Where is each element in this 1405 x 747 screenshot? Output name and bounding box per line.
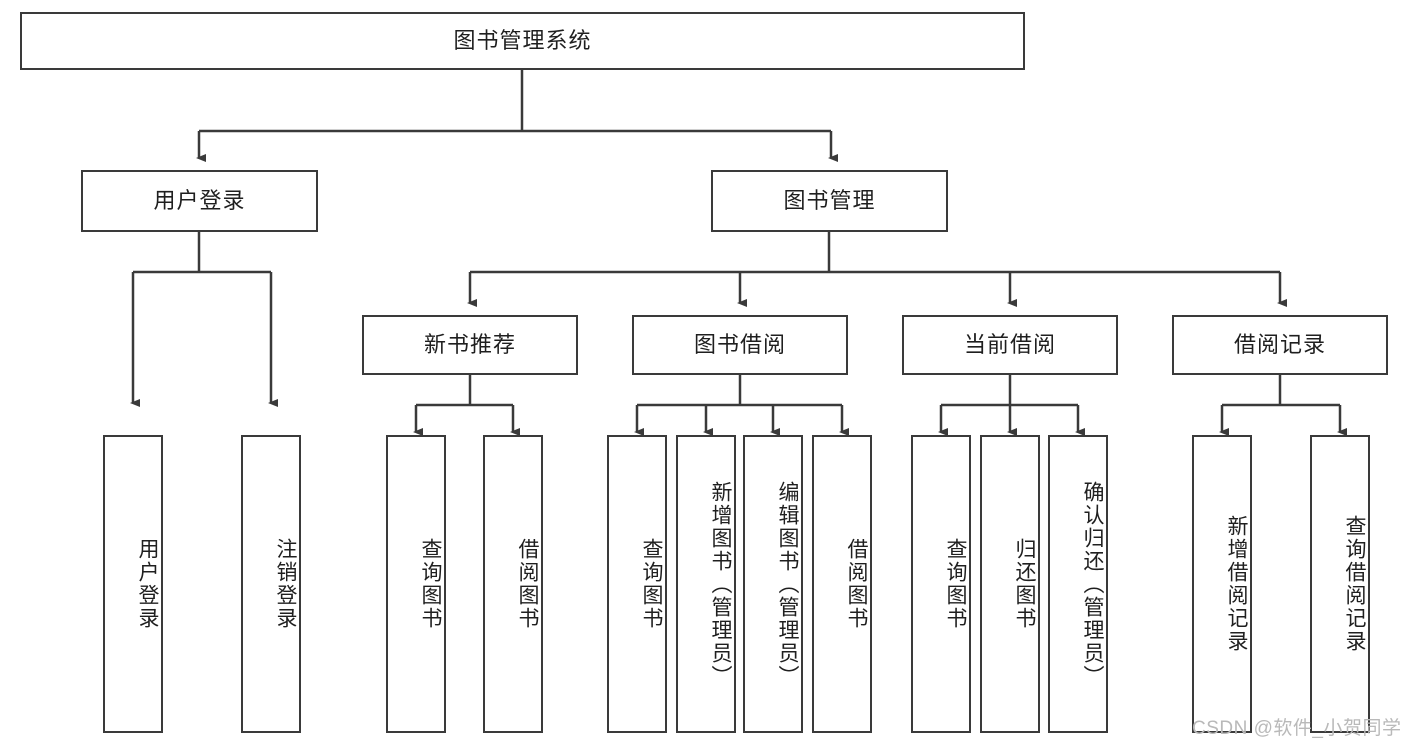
node-borrow-record[interactable]: 借阅记录 xyxy=(1172,315,1388,375)
node-root-system-label: 图书管理系统 xyxy=(453,27,592,53)
leaf-cb-return-book-label: 归还图书 xyxy=(1013,538,1036,630)
leaf-cb-return-book[interactable]: 归还图书 xyxy=(980,435,1040,733)
node-root-system[interactable]: 图书管理系统 xyxy=(20,12,1025,70)
leaf-bb-edit-book-admin-label: 编辑图书（管理员） xyxy=(776,480,799,688)
leaf-logout-label: 注销登录 xyxy=(274,538,297,630)
leaf-cb-query-book-label: 查询图书 xyxy=(944,538,967,630)
csdn-watermark: CSDN @软件_小贺同学 xyxy=(1192,718,1402,739)
leaf-nb-borrow-book[interactable]: 借阅图书 xyxy=(483,435,543,733)
leaf-bb-query-book[interactable]: 查询图书 xyxy=(607,435,667,733)
node-borrow-record-label: 借阅记录 xyxy=(1233,331,1326,357)
leaf-bb-borrow-book-label: 借阅图书 xyxy=(845,538,868,630)
leaf-nb-borrow-book-label: 借阅图书 xyxy=(516,538,539,630)
leaf-logout[interactable]: 注销登录 xyxy=(241,435,301,733)
node-book-management-label: 图书管理 xyxy=(783,187,876,213)
leaf-br-add-record[interactable]: 新增借阅记录 xyxy=(1192,435,1252,733)
node-book-management[interactable]: 图书管理 xyxy=(711,170,948,232)
leaf-user-login-label: 用户登录 xyxy=(136,538,159,630)
leaf-bb-borrow-book[interactable]: 借阅图书 xyxy=(812,435,872,733)
leaf-br-query-record-label: 查询借阅记录 xyxy=(1343,515,1366,653)
leaf-br-query-record[interactable]: 查询借阅记录 xyxy=(1310,435,1370,733)
leaf-user-login[interactable]: 用户登录 xyxy=(103,435,163,733)
node-book-borrow-label: 图书借阅 xyxy=(693,331,786,357)
leaf-cb-query-book[interactable]: 查询图书 xyxy=(911,435,971,733)
leaf-bb-edit-book-admin[interactable]: 编辑图书（管理员） xyxy=(743,435,803,733)
node-user-login[interactable]: 用户登录 xyxy=(81,170,318,232)
node-current-borrow[interactable]: 当前借阅 xyxy=(902,315,1118,375)
leaf-nb-query-book-label: 查询图书 xyxy=(419,538,442,630)
node-new-book-recommend-label: 新书推荐 xyxy=(423,331,516,357)
leaf-cb-confirm-return-admin[interactable]: 确认归还（管理员） xyxy=(1048,435,1108,733)
leaf-bb-query-book-label: 查询图书 xyxy=(640,538,663,630)
leaf-bb-add-book-admin[interactable]: 新增图书（管理员） xyxy=(676,435,736,733)
node-current-borrow-label: 当前借阅 xyxy=(963,331,1056,357)
node-book-borrow[interactable]: 图书借阅 xyxy=(632,315,848,375)
leaf-bb-add-book-admin-label: 新增图书（管理员） xyxy=(709,480,732,688)
leaf-cb-confirm-return-admin-label: 确认归还（管理员） xyxy=(1081,480,1104,688)
leaf-nb-query-book[interactable]: 查询图书 xyxy=(386,435,446,733)
node-new-book-recommend[interactable]: 新书推荐 xyxy=(362,315,578,375)
node-user-login-label: 用户登录 xyxy=(153,187,246,213)
leaf-br-add-record-label: 新增借阅记录 xyxy=(1225,515,1248,653)
